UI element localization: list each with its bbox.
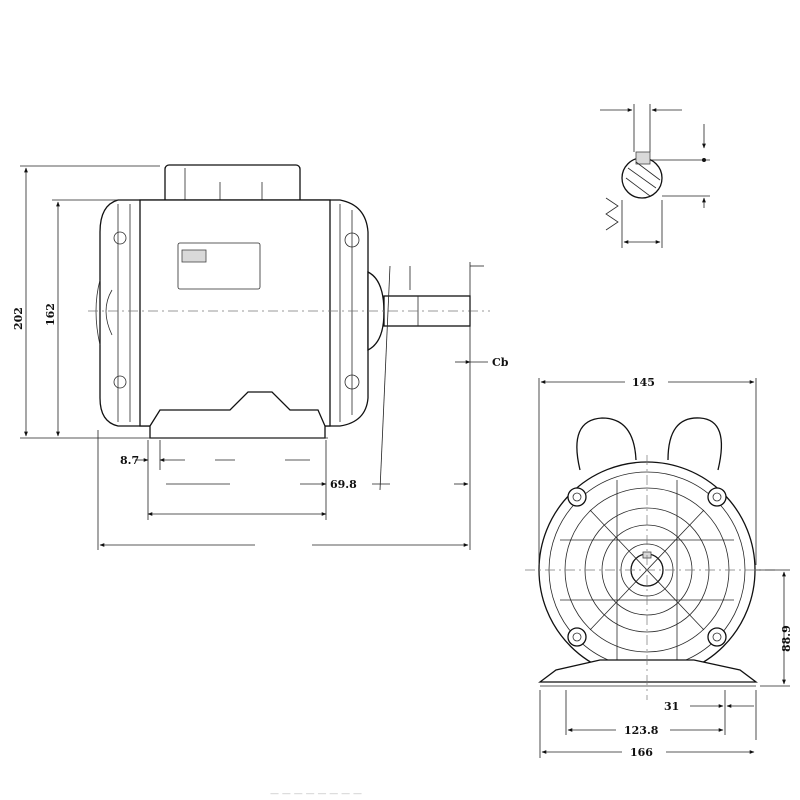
dim-overall-length (97, 262, 471, 550)
dim-base-width: 166 (539, 690, 755, 759)
dim-end-width: 145 (538, 376, 757, 565)
dim-overall-height: 202 (12, 165, 160, 439)
capacitor-housing (576, 417, 722, 471)
dim-label-88-9: 88.9 (780, 625, 793, 652)
dim-label-31: 31 (664, 700, 679, 713)
dim-foot-span: 123.8 (565, 690, 726, 737)
dim-shaft-height: 88.9 (756, 569, 793, 687)
dim-label-166: 166 (630, 746, 653, 759)
end-bolt-icon (567, 487, 727, 647)
dim-body-height: 162 (44, 199, 118, 437)
dim-label-69-8: 69.8 (330, 478, 357, 491)
bolt-icon (113, 231, 360, 390)
dim-foot-edge: 31 (664, 690, 757, 740)
nameplate (177, 242, 261, 290)
motor-body (95, 199, 385, 439)
dim-foot-offset: 8.7 (120, 440, 310, 520)
dim-label-123-8: 123.8 (624, 724, 659, 737)
dim-label-202: 202 (12, 307, 25, 330)
shaft-key-dim: Cb (455, 356, 509, 369)
dim-label-162: 162 (44, 303, 57, 326)
end-view: 145 88.9 31 123.8 (525, 376, 793, 759)
dim-shaft-extension: 69.8 (166, 265, 469, 520)
side-view: 202 162 8.7 69.8 (12, 164, 509, 550)
shaft-key-label: Cb (492, 356, 509, 369)
shaft-section-detail (600, 104, 710, 248)
end-base (538, 659, 758, 687)
dim-label-8-7: 8.7 (120, 454, 139, 467)
footer-caption: — — — — — — — — (270, 789, 362, 799)
dim-label-145: 145 (632, 376, 655, 389)
